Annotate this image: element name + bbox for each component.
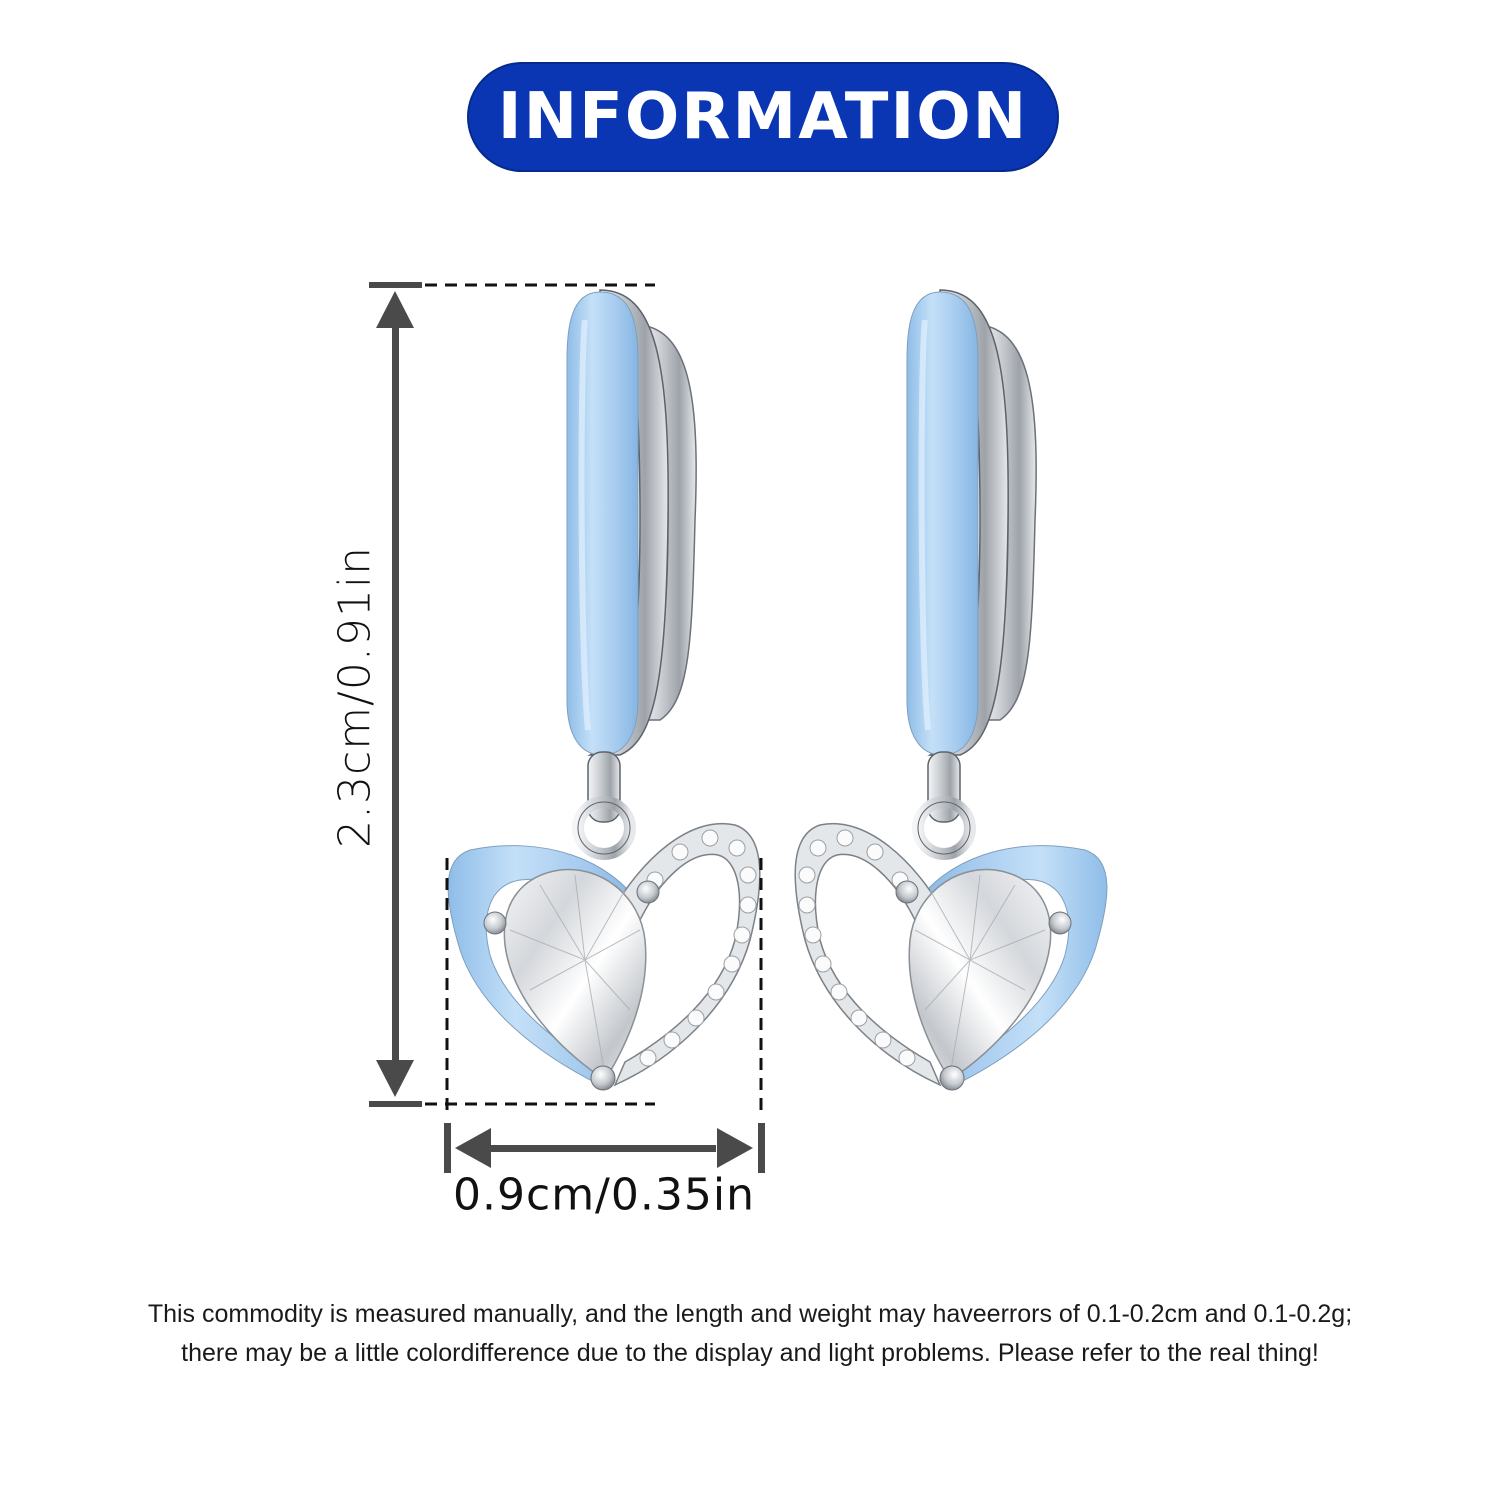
banner-title: INFORMATION xyxy=(497,80,1029,154)
right-earring xyxy=(794,290,1108,1091)
width-dimension xyxy=(444,858,765,1173)
width-label: 0.9cm/0.35in xyxy=(453,1169,755,1221)
measurement-disclaimer: This commodity is measured manually, and… xyxy=(0,1295,1500,1373)
disclaimer-line-1: This commodity is measured manually, and… xyxy=(147,1300,1353,1328)
height-label: 2.3cm/0.91in xyxy=(329,546,381,848)
information-banner: INFORMATION xyxy=(467,62,1059,172)
left-earring xyxy=(447,290,761,1091)
disclaimer-line-2: there may be a little colordifference du… xyxy=(181,1339,1319,1367)
height-dimension xyxy=(369,282,655,1107)
